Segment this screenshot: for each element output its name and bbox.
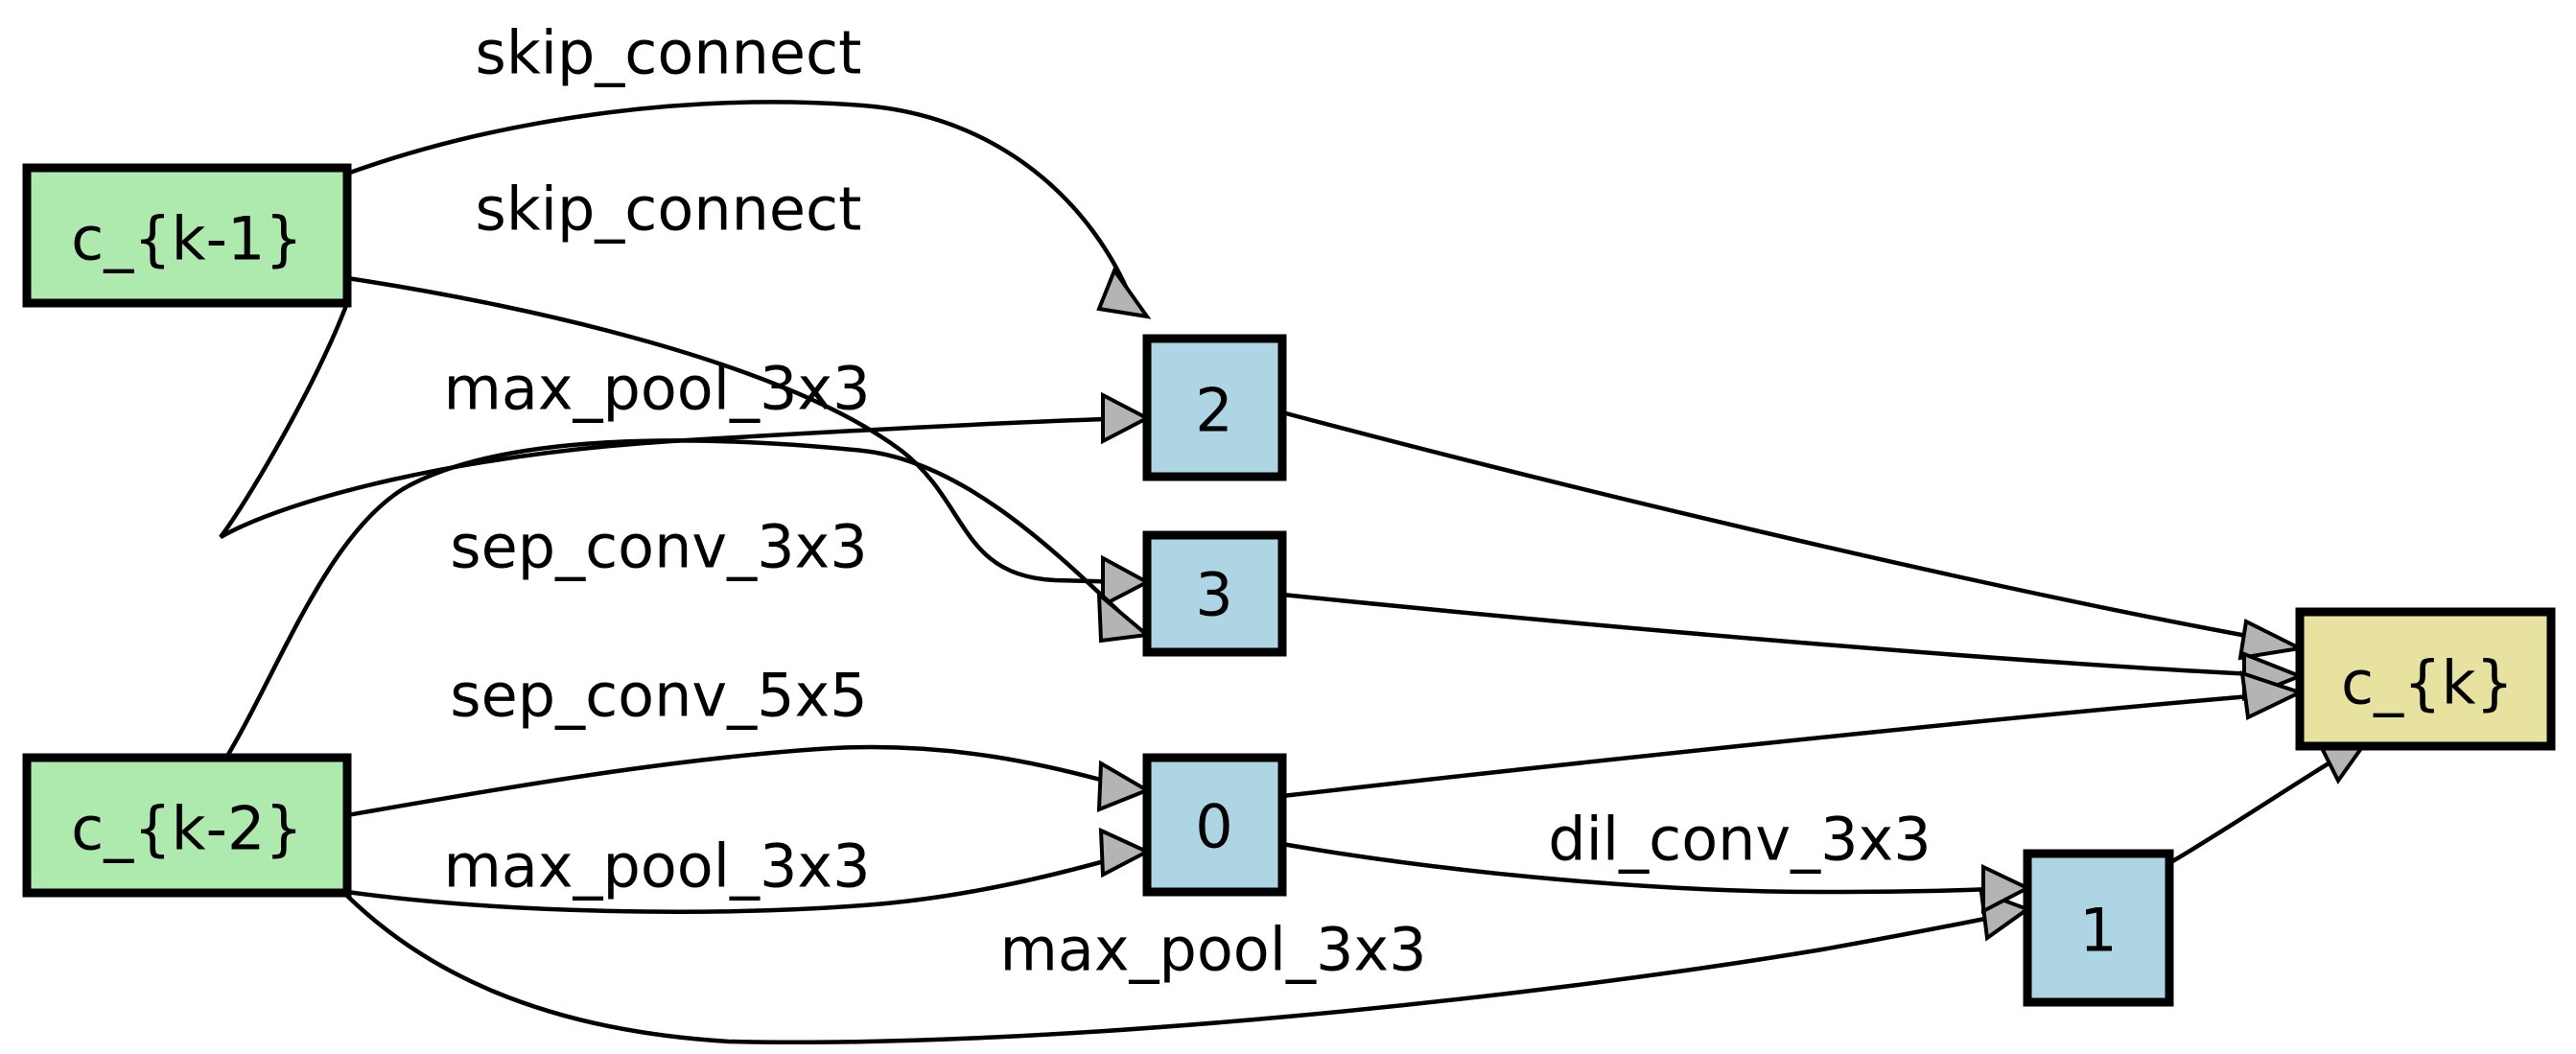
node-c_k-label: c_{k}	[2341, 648, 2514, 718]
edge-label-max-pool-3x3-3: max_pool_3x3	[999, 915, 1426, 985]
edge-0-to-1-dil-conv-3x3	[1281, 841, 2032, 915]
edge-label-sep-conv-5x5: sep_conv_5x5	[450, 661, 867, 731]
node-1[interactable]: 1	[2023, 849, 2174, 1007]
edge-label-skip-connect-2: skip_connect	[476, 175, 862, 245]
edge-0-to-c_k	[1281, 670, 2306, 799]
node-0-label: 0	[1195, 792, 1232, 862]
edge-label-layer: skip_connect skip_connect max_pool_3x3 s…	[443, 18, 1931, 985]
edge-label-skip-connect-1: skip_connect	[476, 18, 862, 88]
edge-c_k-2-to-0-sep-conv-5x5	[346, 744, 1152, 818]
edge-c_k-2-to-3-sep-conv-3x3	[224, 438, 1152, 760]
node-0[interactable]: 0	[1142, 753, 1287, 897]
edge-c_k-1-to-2-skip-connect	[346, 100, 1152, 319]
edge-layer	[219, 100, 2371, 1045]
node-c_k-2[interactable]: c_{k-2}	[22, 753, 352, 898]
edge-label-max-pool-3x3-1: max_pool_3x3	[443, 354, 870, 424]
node-c_k-1-label: c_{k-1}	[71, 204, 303, 274]
node-c_k-2-label: c_{k-2}	[71, 794, 303, 864]
edge-label-dil-conv-3x3: dil_conv_3x3	[1548, 805, 1931, 875]
node-3[interactable]: 3	[1142, 530, 1287, 657]
edge-c_k-1-to-3-skip-connect	[346, 275, 1152, 609]
node-layer: c_{k-1} c_{k-2} 2 3 0 1	[22, 163, 2556, 1007]
node-2-label: 2	[1195, 376, 1232, 446]
node-2[interactable]: 2	[1142, 334, 1287, 481]
edge-c_k-2-to-0-max-pool	[346, 827, 1152, 914]
node-c_k-1[interactable]: c_{k-1}	[22, 163, 352, 308]
edge-1-to-c_k	[2167, 732, 2371, 865]
node-3-label: 3	[1195, 560, 1232, 630]
edge-label-max-pool-3x3-2: max_pool_3x3	[443, 831, 870, 902]
edge-3-to-c_k	[1281, 592, 2306, 701]
node-c_k[interactable]: c_{k}	[2295, 607, 2556, 751]
node-1-label: 1	[2079, 896, 2117, 966]
edge-2-to-c_k	[1281, 410, 2307, 661]
edge-label-sep-conv-3x3: sep_conv_3x3	[450, 512, 867, 582]
